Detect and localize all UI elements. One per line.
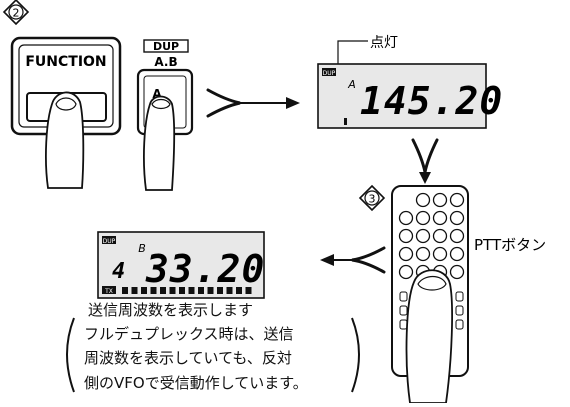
step2-marker: 2 [2,0,30,26]
keypad-side-slot [455,305,464,316]
keypad-key[interactable] [415,192,431,208]
signal-meter-segment [226,287,233,294]
signal-meter-segment [198,287,204,294]
dup-key-label: A [152,87,162,101]
signal-meter-segment [188,287,195,294]
signal-meter-segment [245,287,252,294]
ab-label: A.B [154,55,177,69]
signal-meter-segment [160,287,166,294]
keypad-key[interactable] [449,210,465,226]
signal-meter-segment [217,287,223,294]
dup-badge: DUP [103,238,116,245]
keypad-key[interactable] [449,228,465,244]
callout-label: 点灯 [370,35,398,51]
tx-badge: TX [104,288,113,295]
vfo-indicator: A [347,78,356,91]
keypad-side-slot [455,319,464,330]
finger-icon [405,269,453,404]
frequency-readout: 33.20 [145,247,265,291]
caption-note-line-2: 周波数を表示していても、反対 [84,349,292,367]
arrow-down-icon [411,138,439,184]
step3-number: 3 [369,193,376,206]
arrow-left-icon [320,246,386,274]
signal-meter-segment [141,287,147,294]
keypad-key[interactable] [432,192,448,208]
vfo-indicator: B [138,242,146,255]
keypad-side-slot [399,305,408,316]
frequency-prefix: 4 [112,259,126,284]
keypad-key[interactable] [415,210,431,226]
finger-icon [143,95,176,191]
caption-main: 送信周波数を表示します [88,301,254,319]
function-key-label: FUNCTION [25,54,106,70]
signal-meter-segment [169,287,176,294]
keypad-side-slot [399,291,408,302]
keypad-key[interactable] [449,264,465,280]
lcd-display-bottom: DUP B 4 33.20 TX [97,231,265,299]
note-brackets [66,317,360,393]
step3-marker: 3 [358,184,386,212]
keypad-key[interactable] [432,228,448,244]
keypad-side-slot [399,319,408,330]
keypad-key[interactable] [398,228,414,244]
dup-label: DUP [153,40,179,53]
signal-meter-segment [150,287,157,294]
signal-meter-segment [122,287,128,294]
keypad-key[interactable] [415,246,431,262]
signal-meter-segment [179,287,185,294]
keypad-key[interactable] [415,228,431,244]
keypad-key[interactable] [432,210,448,226]
keypad-key[interactable] [398,246,414,262]
dup-badge: DUP [323,70,336,77]
signal-meter-segment [236,287,242,294]
callout-leader [337,40,368,66]
caption-note-line-1: フルデュプレックス時は、送信 [84,325,294,343]
keypad-key[interactable] [432,246,448,262]
signal-meter-segment [207,287,214,294]
ptt-button-label: PTTボタン [474,236,546,254]
arrow-right-icon [206,88,300,118]
lcd-display-top: DUP A 145.20 [317,63,503,129]
keypad-key[interactable] [398,210,414,226]
step2-number: 2 [13,7,20,20]
signal-meter-segment [131,287,138,294]
keypad-key[interactable] [398,264,414,280]
frequency-readout: 145.20 [360,79,503,123]
caption-note-line-3: 側のVFOで受信動作しています。 [84,374,308,392]
keypad-key[interactable] [449,192,465,208]
finger-icon [45,91,85,189]
keypad-side-slot [455,291,464,302]
keypad-key[interactable] [449,246,465,262]
